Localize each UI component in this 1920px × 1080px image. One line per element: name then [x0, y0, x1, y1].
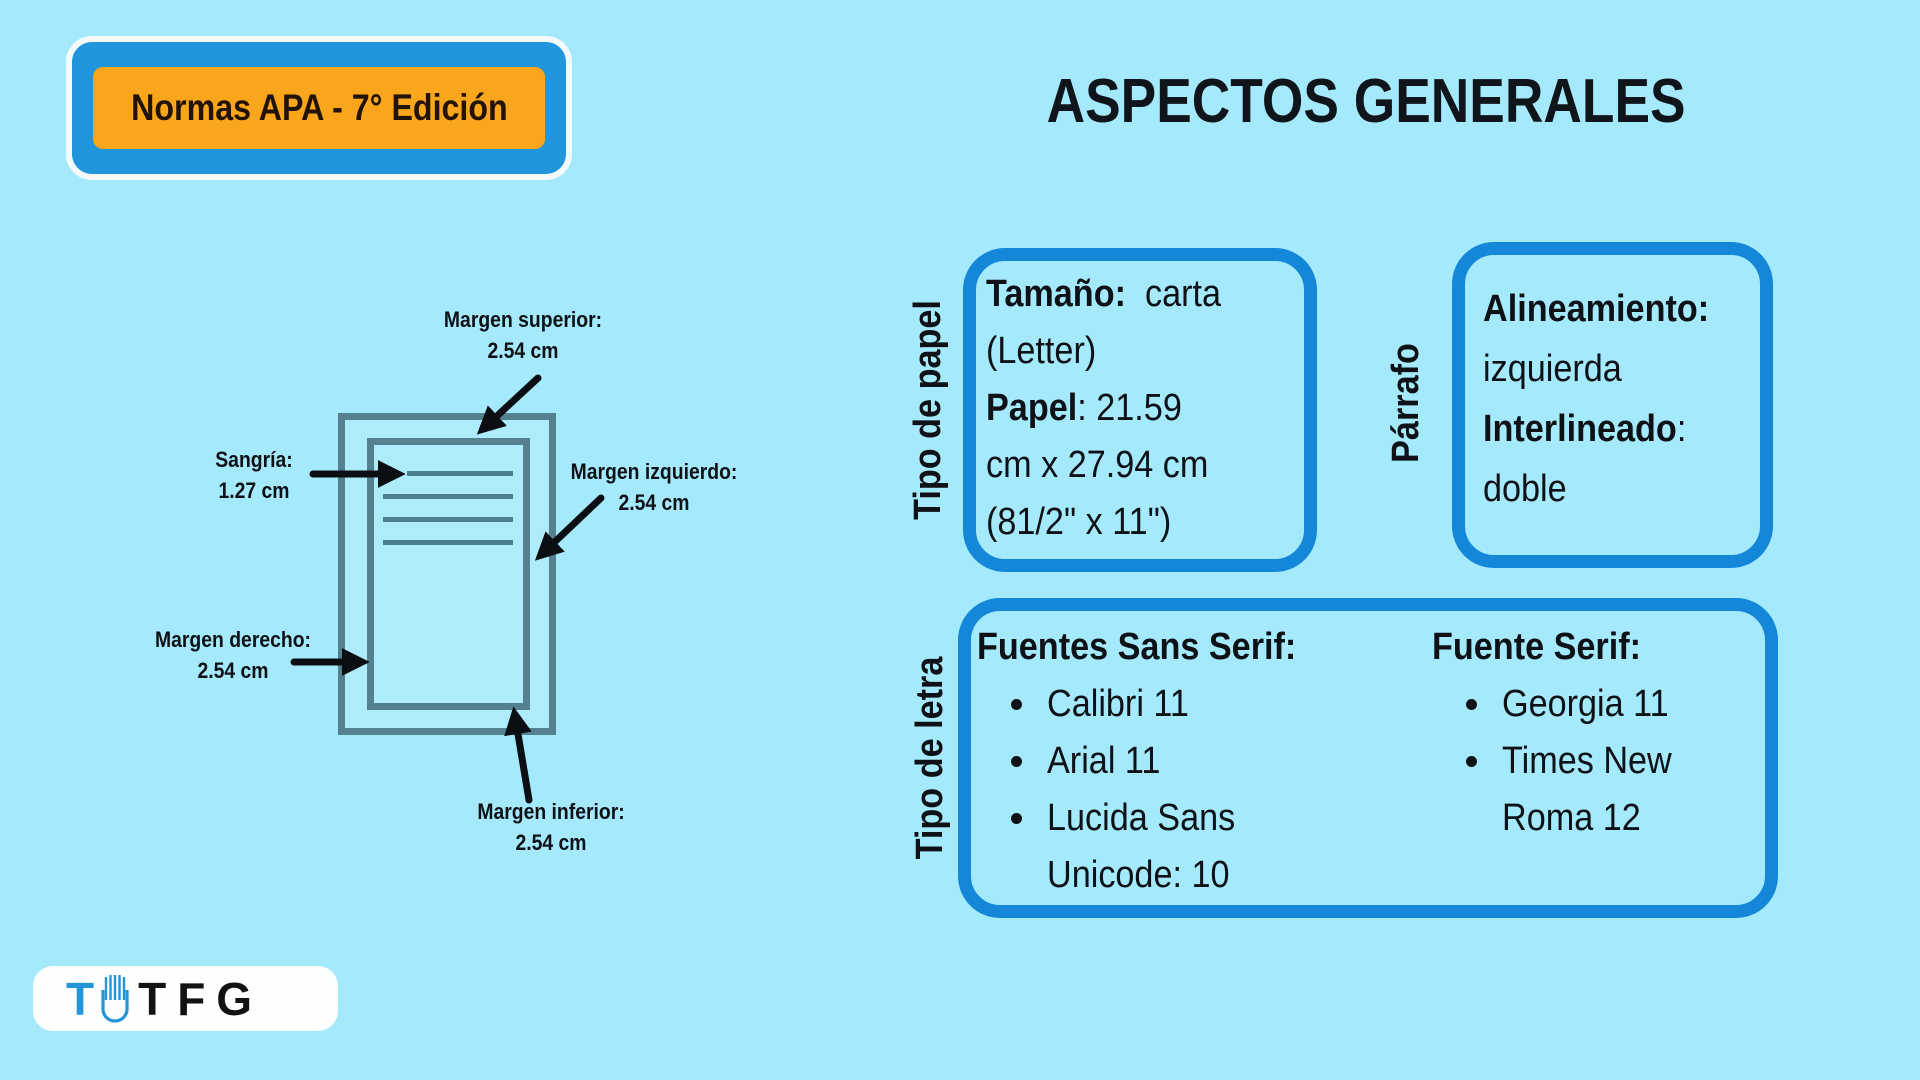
arrow-margen-inferior: [504, 706, 533, 804]
text-line: [383, 517, 513, 522]
title-badge: Normas APA - 7° Edición: [66, 36, 572, 180]
sans-serif-heading: Fuentes Sans Serif:: [977, 626, 1297, 668]
label-sangria: Sangría: 1.27 cm: [215, 447, 293, 503]
page-diagram-inner-rect: [367, 438, 530, 710]
logo-letter-t: T: [66, 972, 95, 1025]
page-diagram-outer-rect: [338, 413, 556, 735]
label-margen-inferior: Margen inferior: 2.54 cm: [477, 799, 625, 855]
arrow-margen-superior: [476, 374, 542, 435]
tutfg-logo: T TFG: [33, 966, 338, 1031]
margin-arrows: [290, 374, 605, 804]
text-line-indented: [407, 471, 513, 476]
font-list-item: Georgia 11: [1466, 676, 1755, 733]
font-list-item: Arial 11: [1011, 733, 1432, 790]
serif-heading: Fuente Serif:: [1432, 626, 1642, 668]
text-line: [383, 540, 513, 545]
label-margen-izquierdo: Margen izquierdo: 2.54 cm: [570, 459, 738, 515]
title-badge-text: Normas APA - 7° Edición: [130, 87, 508, 128]
arrow-margen-izquierdo: [534, 494, 605, 561]
text-line: [383, 494, 513, 499]
logo-letters-tfg: TFG: [138, 972, 264, 1025]
book-pages-icon: [101, 974, 129, 1023]
label-margen-derecho: Margen derecho: 2.54 cm: [154, 627, 311, 683]
label-margen-superior: Margen superior: 2.54 cm: [443, 307, 603, 363]
title-badge-inner: Normas APA - 7° Edición: [93, 67, 545, 149]
side-label-tipo-de-letra: Tipo de letra: [909, 656, 951, 860]
page-title: ASPECTOS GENERALES: [1046, 67, 1686, 136]
side-label-parrafo: Párrafo: [1385, 343, 1427, 463]
side-label-tipo-de-papel: Tipo de papel: [907, 300, 949, 520]
font-list-item: Calibri 11: [1011, 676, 1432, 733]
